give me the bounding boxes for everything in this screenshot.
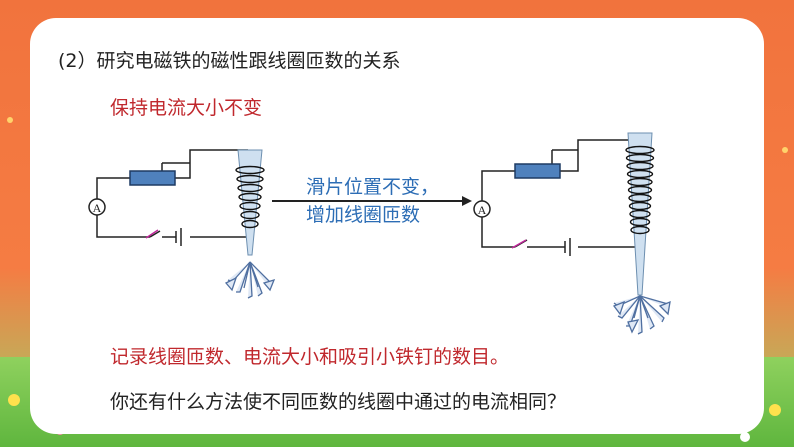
ammeter-label-left: A: [93, 201, 102, 215]
battery-left: [175, 228, 182, 246]
arrow-annotation: 滑片位置不变， 增加线圈匝数: [306, 173, 439, 229]
nails-right: [612, 295, 671, 335]
electromagnet-right: [625, 132, 655, 296]
slide-heading: (2）研究电磁铁的磁性跟线圈匝数的关系: [58, 50, 401, 72]
rheostat-right: [514, 163, 561, 179]
arrow-annotation-line2: 增加线圈匝数: [306, 204, 421, 226]
left-circuit: [96, 149, 251, 238]
nails-left: [224, 261, 276, 299]
record-instruction: 记录线圈匝数、电流大小和吸引小铁钉的数目。: [110, 346, 510, 368]
arrow-annotation-line1: 滑片位置不变，: [306, 176, 440, 198]
switch-left: [145, 229, 161, 239]
switch-right: [511, 239, 528, 249]
rheostat-left: [129, 170, 176, 186]
ammeter-right: [473, 200, 491, 218]
change-arrow-head: [462, 196, 472, 206]
electromagnet-left: [235, 149, 265, 256]
ammeter-label-right: A: [478, 203, 487, 217]
keep-current-text: 保持电流大小不变: [110, 97, 263, 119]
ammeter-left: [88, 198, 106, 216]
right-circuit: [481, 139, 641, 248]
question-text: 你还有什么方法使不同匝数的线圈中通过的电流相同？: [110, 391, 567, 413]
battery-right: [564, 238, 571, 256]
